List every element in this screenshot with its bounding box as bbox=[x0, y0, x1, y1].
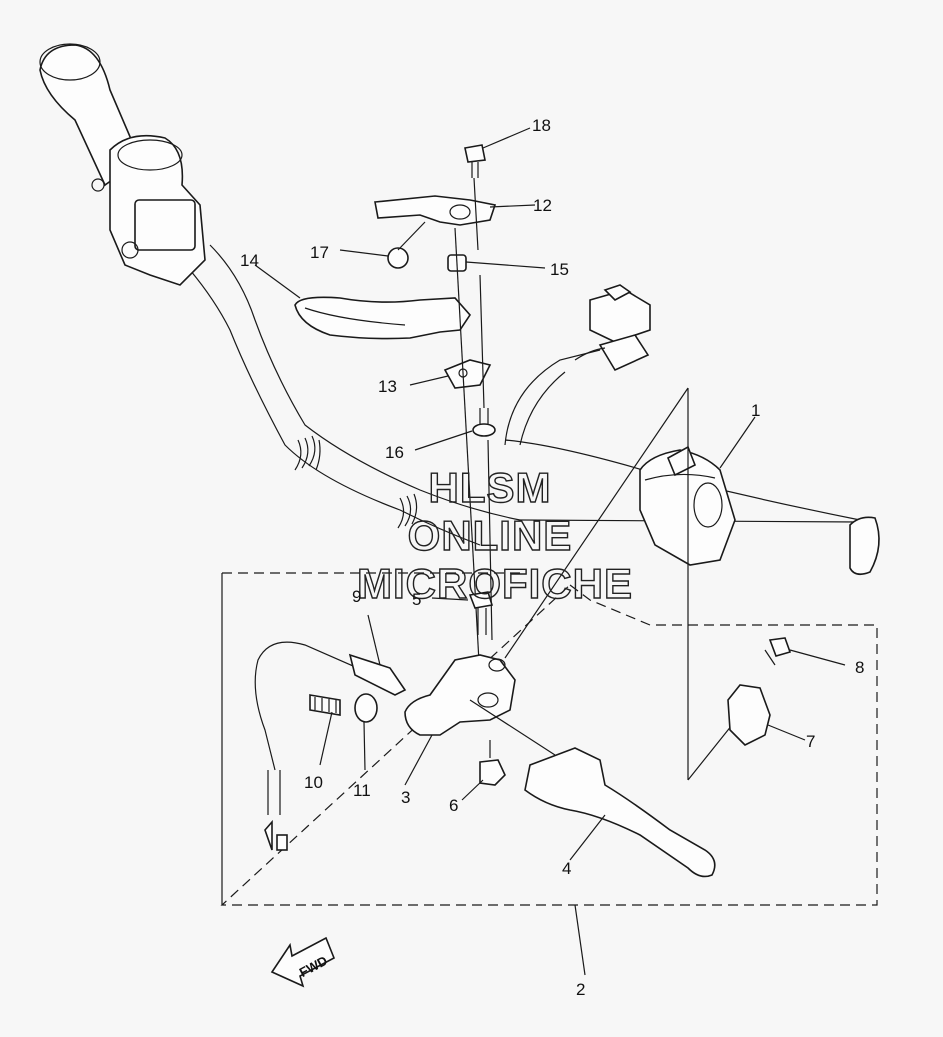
lever-4 bbox=[469, 699, 716, 878]
callout-6: 6 bbox=[449, 796, 458, 815]
cable-9 bbox=[254, 641, 407, 851]
watermark-line-3: MICROFICHE bbox=[357, 560, 633, 607]
bolt-18 bbox=[464, 144, 486, 178]
locknut-11 bbox=[354, 693, 378, 723]
callout-14: 14 bbox=[240, 251, 259, 270]
clamp-7 bbox=[727, 684, 771, 746]
watermark: HLSM ONLINE MICROFICHE bbox=[356, 463, 633, 607]
adjuster-10 bbox=[309, 694, 341, 716]
watermark-line-1: HLSM bbox=[429, 464, 552, 511]
plate-13 bbox=[443, 359, 492, 389]
callout-11: 11 bbox=[353, 781, 371, 800]
callout-10: 10 bbox=[304, 773, 323, 792]
watermark-line-2: ONLINE bbox=[408, 512, 573, 559]
callouts: 1 2 3 4 5 6 7 8 9 10 11 12 13 14 15 16 1… bbox=[240, 116, 864, 999]
callout-16: 16 bbox=[385, 443, 404, 462]
cap-17 bbox=[387, 221, 426, 269]
lever-bracket-upper bbox=[374, 195, 497, 226]
callout-5: 5 bbox=[412, 590, 421, 609]
callout-15: 15 bbox=[550, 260, 569, 279]
callout-18: 18 bbox=[532, 116, 551, 135]
nut-6 bbox=[479, 759, 506, 786]
callout-7: 7 bbox=[806, 732, 815, 751]
bolt-8 bbox=[764, 637, 792, 666]
callout-4: 4 bbox=[562, 859, 571, 878]
callout-9: 9 bbox=[352, 587, 361, 606]
fwd-arrow-icon: FWD bbox=[270, 936, 336, 988]
callout-1: 1 bbox=[751, 401, 760, 420]
master-cylinder bbox=[91, 134, 206, 286]
callout-13: 13 bbox=[378, 377, 397, 396]
callout-2: 2 bbox=[576, 980, 585, 999]
callout-8: 8 bbox=[855, 658, 864, 677]
hot-start-lever-14 bbox=[294, 296, 472, 340]
callout-17: 17 bbox=[310, 243, 329, 262]
bolt-5 bbox=[468, 591, 494, 635]
callout-12: 12 bbox=[533, 196, 552, 215]
bolt-16 bbox=[472, 408, 496, 437]
callout-3: 3 bbox=[401, 788, 410, 807]
lever-holder-3 bbox=[404, 654, 516, 736]
wiring-connector bbox=[574, 284, 651, 372]
